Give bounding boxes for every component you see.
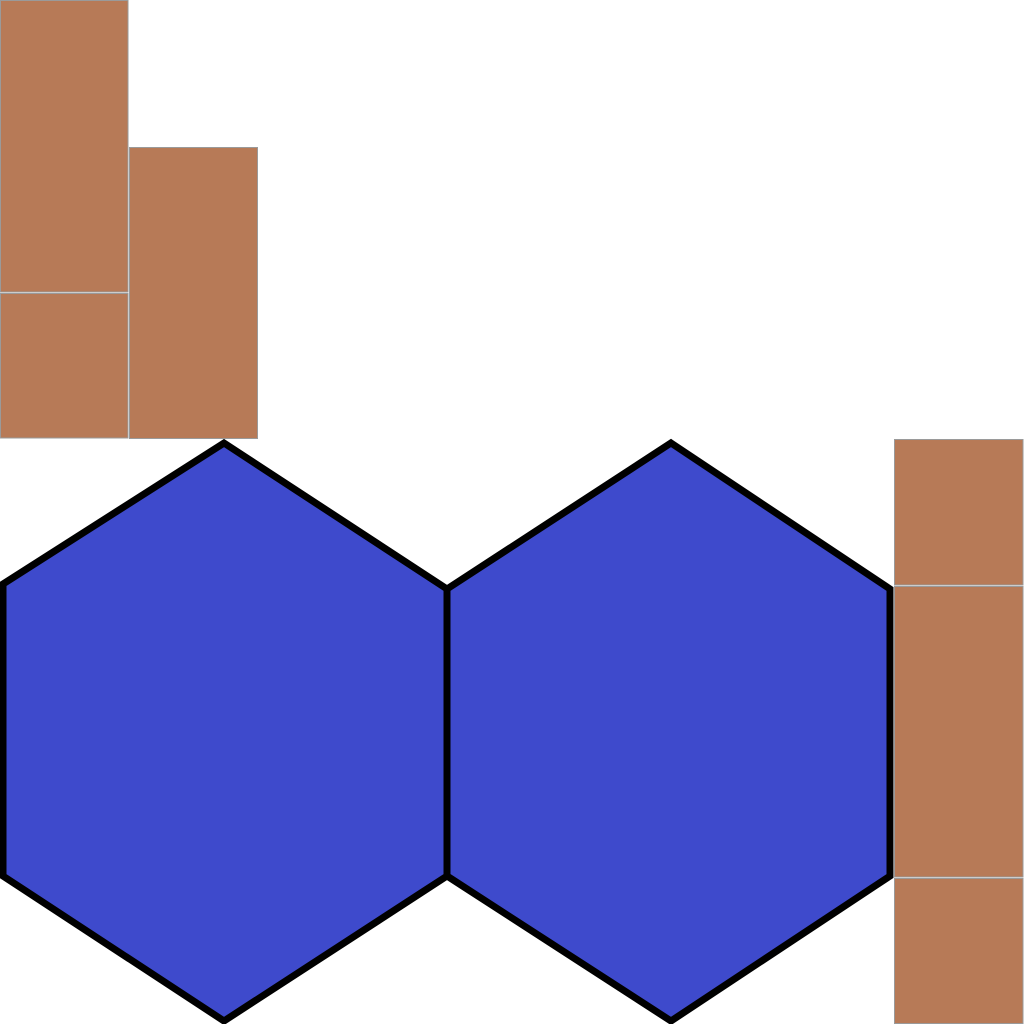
brown-tile[interactable]	[894, 439, 1024, 586]
brown-tile[interactable]	[894, 586, 1024, 878]
tile-cluster-right	[894, 439, 1024, 1024]
brown-tile[interactable]	[0, 0, 129, 293]
blue-hexagon[interactable]	[443, 438, 894, 1024]
brown-tile[interactable]	[0, 293, 129, 439]
brown-tile[interactable]	[894, 878, 1024, 1024]
hexagon-row	[0, 438, 894, 1024]
tile-cluster-top-left	[0, 0, 258, 439]
brown-tile[interactable]	[129, 147, 258, 439]
